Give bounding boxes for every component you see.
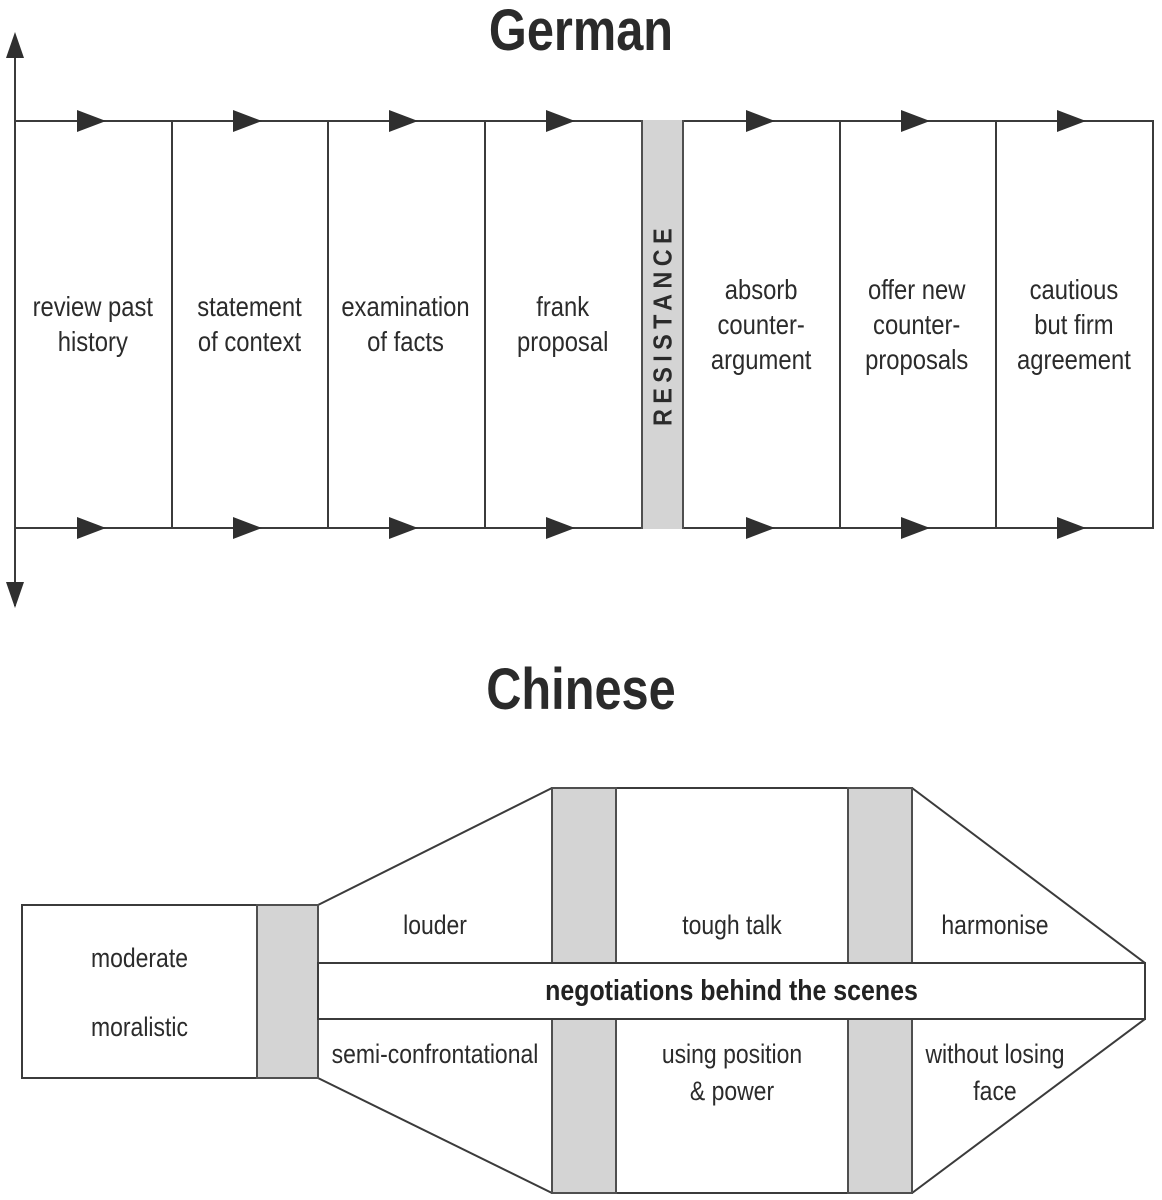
chinese-shape: [21, 787, 1146, 1194]
moderate-label: moderate: [91, 943, 188, 973]
german-divider: [171, 120, 173, 529]
german-right-edge: [1152, 120, 1154, 529]
stage-examination-of-facts: examination of facts: [341, 291, 470, 357]
flow-arrow-icon: [901, 517, 930, 539]
axis-arrow-up-icon: [6, 32, 24, 58]
stage-statement-of-context: statement of context: [196, 291, 302, 357]
chinese-title: Chinese: [486, 657, 676, 722]
axis-arrow-down-icon: [6, 582, 24, 608]
negotiations-band-label: negotiations behind the scenes: [545, 975, 918, 1007]
negotiations-band: [317, 962, 1146, 1020]
stage-review-past-history: review past history: [32, 291, 154, 357]
semi-confrontational-label: semi-confrontational: [331, 1039, 539, 1069]
flow-arrow-icon: [546, 517, 575, 539]
flow-arrow-icon: [746, 110, 775, 132]
flow-arrow-icon: [233, 517, 262, 539]
using-position-power-label: using position & power: [661, 1039, 803, 1106]
german-title: German: [488, 0, 674, 63]
y-axis-line: [14, 40, 16, 606]
flow-arrow-icon: [233, 110, 262, 132]
harmonise-label: harmonise: [941, 910, 1049, 940]
german-divider: [484, 120, 486, 529]
stage-absorb-counter-argument: absorb counter- argument: [711, 273, 812, 375]
moralistic-label: moralistic: [91, 1012, 188, 1042]
flow-arrow-icon: [1057, 517, 1086, 539]
german-top-line: [15, 120, 1154, 122]
chinese-left-bar: [256, 904, 319, 1079]
stage-cautious-but-firm-agreement: cautious but firm agreement: [1016, 273, 1131, 375]
flow-arrow-icon: [389, 110, 418, 132]
german-divider: [995, 120, 997, 529]
flow-arrow-icon: [389, 517, 418, 539]
german-bottom-line: [15, 527, 1154, 529]
flow-arrow-icon: [1057, 110, 1086, 132]
flow-arrow-icon: [746, 517, 775, 539]
german-divider: [839, 120, 841, 529]
stage-frank-proposal: frank proposal: [516, 291, 609, 357]
flow-arrow-icon: [901, 110, 930, 132]
moderate-box: [21, 904, 258, 1079]
tough-talk-label: tough talk: [682, 910, 782, 940]
flow-arrow-icon: [77, 110, 106, 132]
louder-label: louder: [403, 910, 467, 940]
flow-arrow-icon: [546, 110, 575, 132]
german-divider: [327, 120, 329, 529]
without-losing-face-label: without losing face: [925, 1039, 1065, 1106]
stage-offer-new-counter-proposals: offer new counter- proposals: [865, 273, 969, 375]
resistance-label: RESISTANCE: [647, 222, 677, 427]
resistance-label-wrap: RESISTANCE: [641, 122, 684, 527]
flow-arrow-icon: [77, 517, 106, 539]
resistance-bar: [641, 120, 684, 529]
